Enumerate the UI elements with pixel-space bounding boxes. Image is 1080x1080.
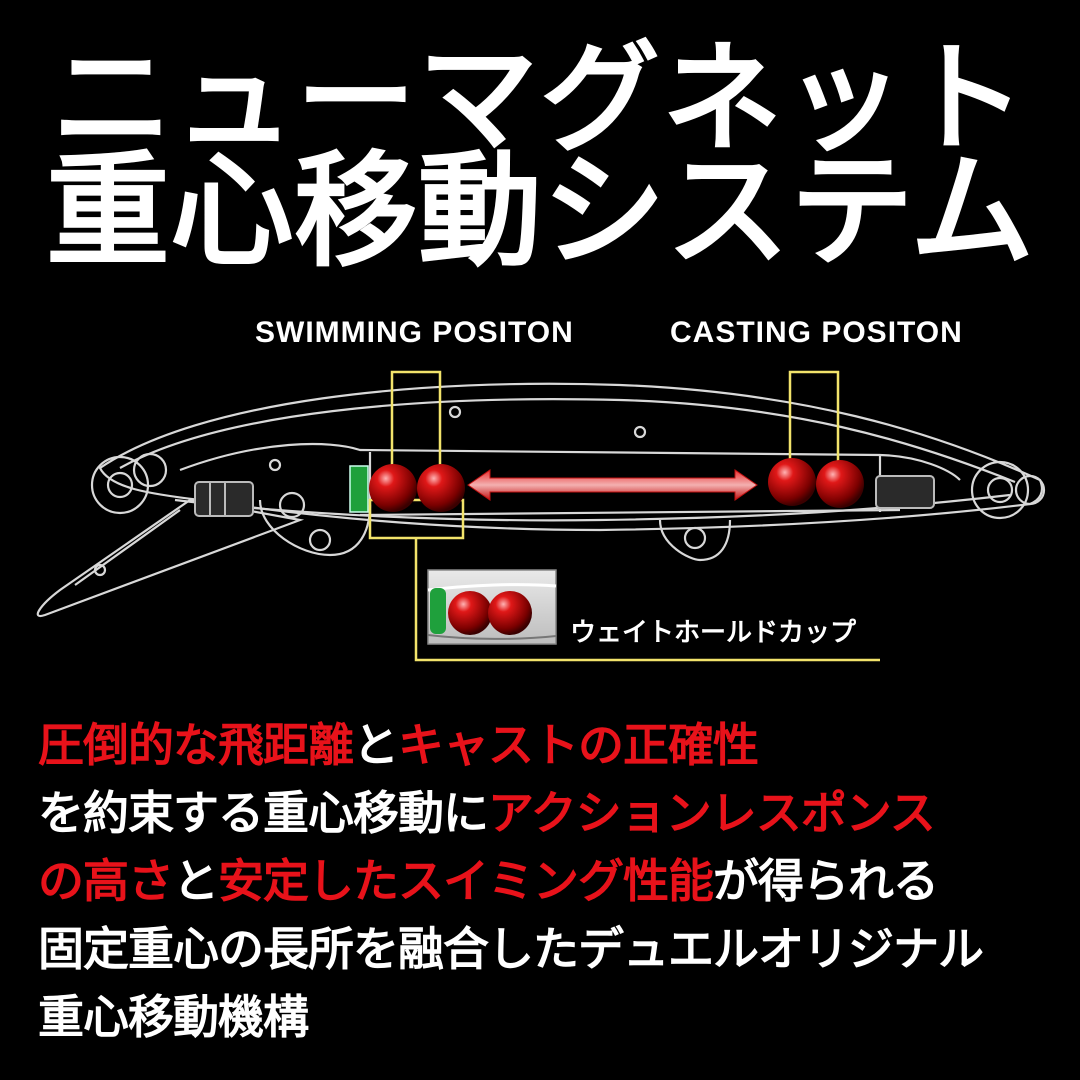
body-text-segment: と	[353, 718, 399, 772]
front-weight	[194, 481, 254, 517]
cup-closeup-inset	[427, 569, 557, 645]
rear-magnet	[875, 475, 935, 509]
casting-position-label: CASTING POSITON	[670, 316, 963, 349]
body-line-4: 固定重心の長所を融合したデュエルオリジナル	[38, 922, 984, 976]
movement-arrow	[467, 469, 758, 501]
body-text-segment: の高さ	[38, 854, 174, 908]
weight-hold-cup-icon	[349, 465, 369, 513]
swimming-bracket	[368, 370, 880, 662]
body-text-segment: と	[173, 854, 219, 908]
body-text-segment: キャストの正確性	[398, 718, 759, 772]
body-text-segment: が得られる	[713, 854, 939, 908]
body-text-segment: アクションレスポンス	[488, 786, 936, 840]
body-line-3: の高さと安定したスイミング性能が得られる	[38, 858, 939, 904]
casting-bracket	[788, 370, 840, 470]
lure-diagram	[36, 370, 1046, 662]
weight-hold-cup-caption: ウェイトホールドカップ	[570, 618, 857, 648]
body-text-segment: 安定したスイミング性能	[218, 854, 714, 908]
body-text-segment: 圧倒的な飛距離	[38, 718, 354, 772]
swimming-position-label: SWIMMING POSITON	[255, 316, 574, 349]
title-line-2: 重心移動システム	[45, 140, 1035, 284]
body-line-5: 重心移動機構	[38, 990, 309, 1044]
lure-body-outline	[36, 382, 1046, 618]
weight-ball-cast-1	[768, 458, 816, 506]
body-line-1: 圧倒的な飛距離とキャストの正確性	[38, 722, 759, 768]
weight-ball-swim-1	[369, 464, 417, 512]
title-line-1: ニューマグネット	[52, 30, 1028, 169]
body-line-2: を約束する重心移動にアクションレスポンス	[38, 790, 936, 836]
weight-ball-swim-2	[417, 464, 465, 512]
body-text-segment: を約束する重心移動に	[38, 786, 489, 840]
weight-ball-cast-2	[816, 460, 864, 508]
